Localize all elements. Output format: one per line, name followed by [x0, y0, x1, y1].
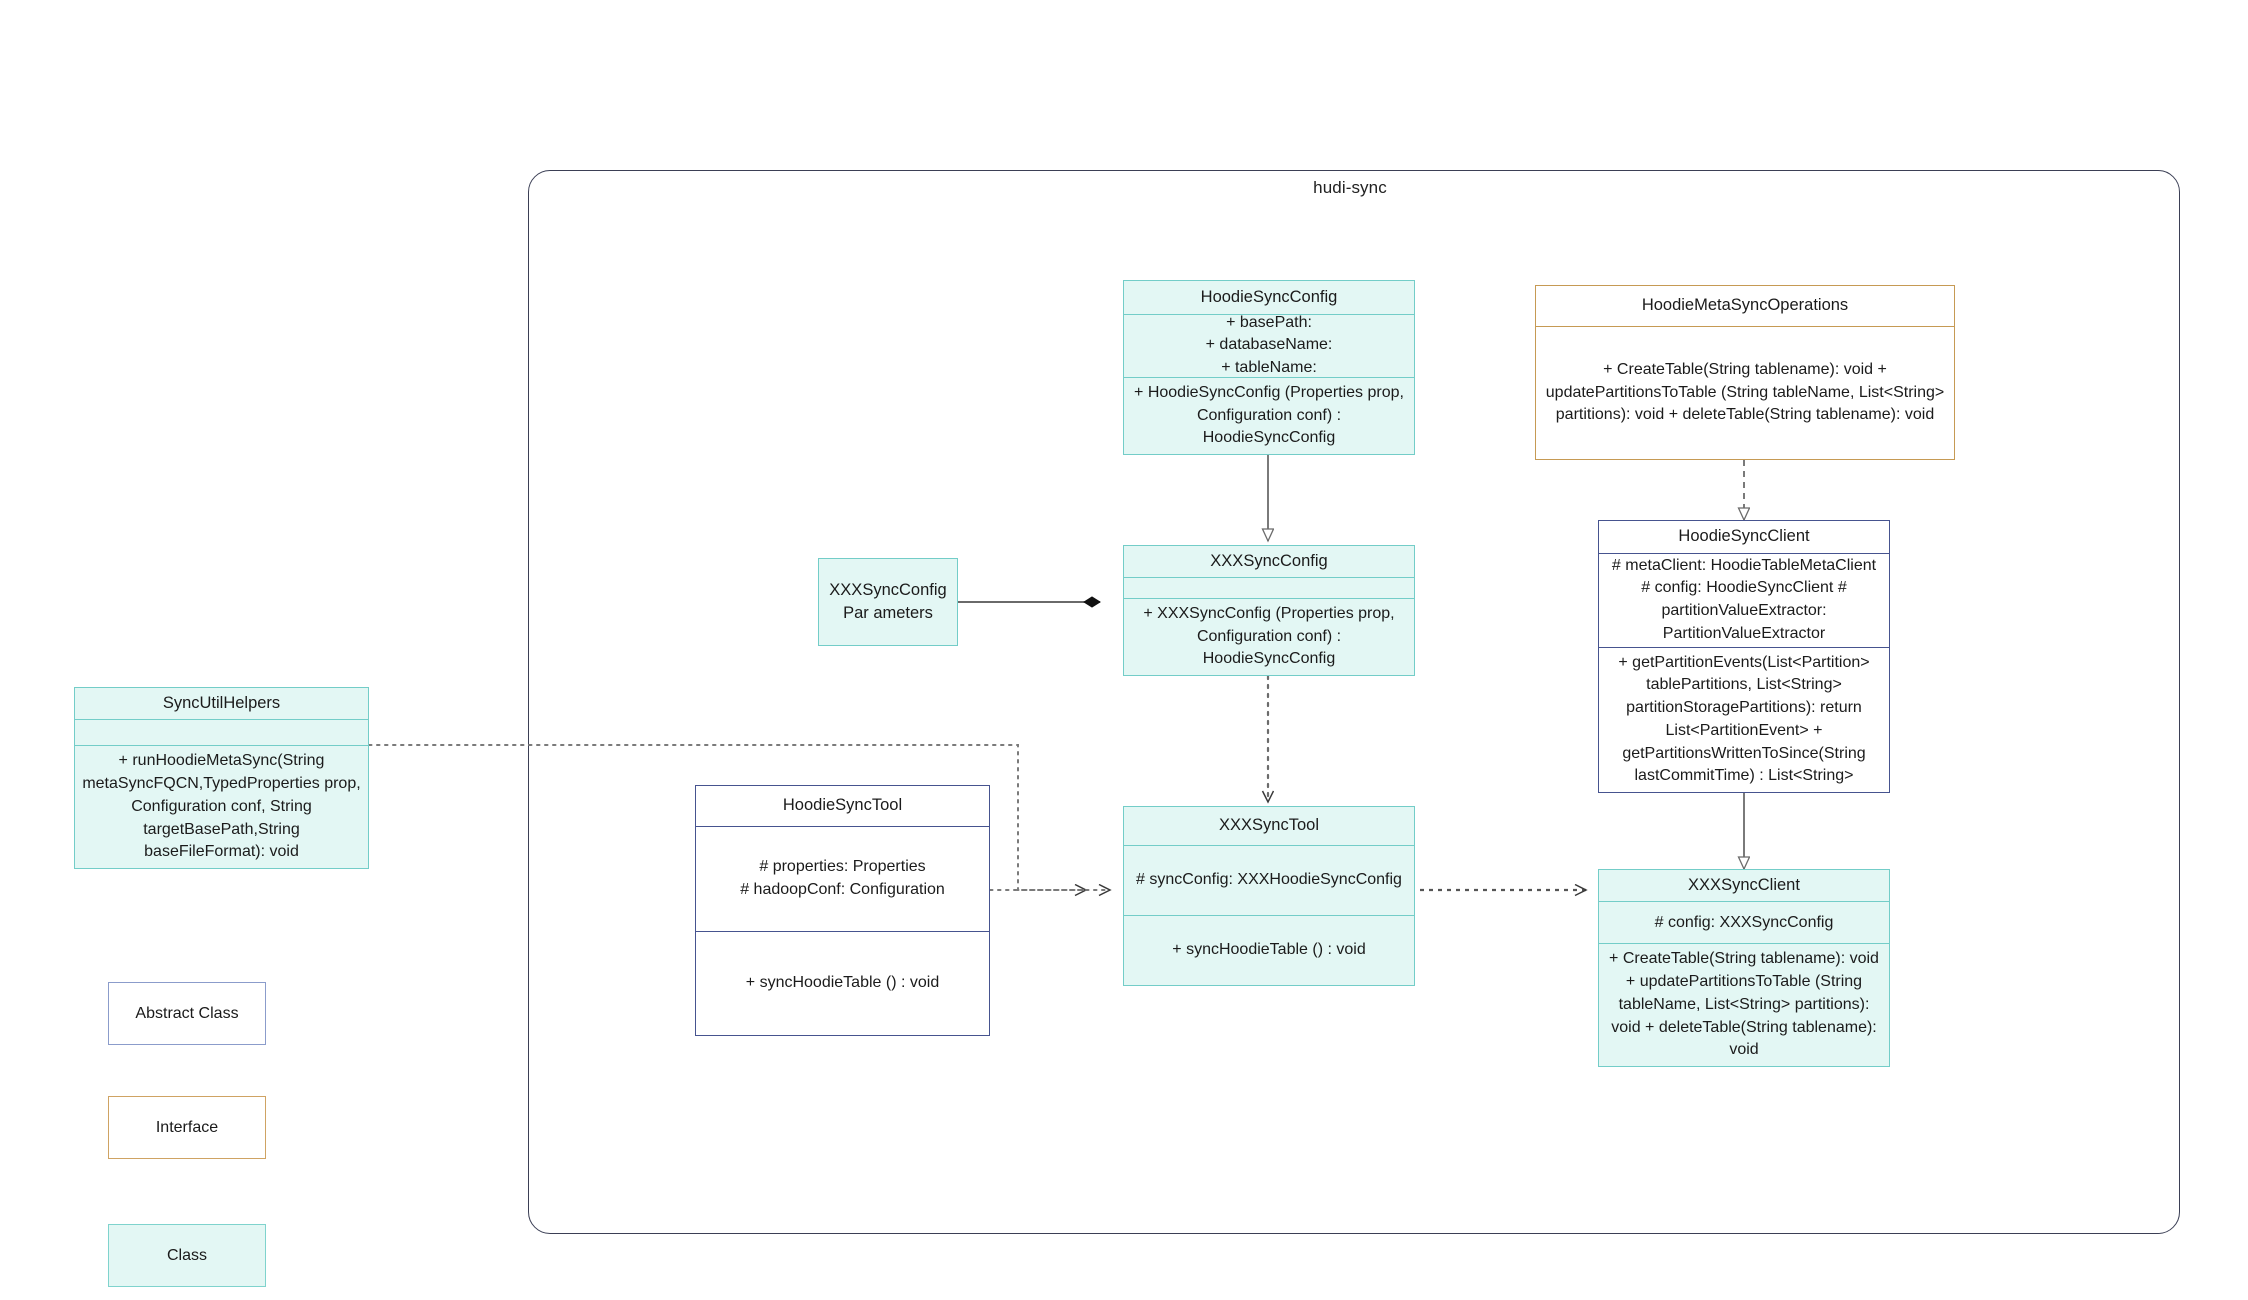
- legend-abstract-class-label: Abstract Class: [135, 1004, 239, 1022]
- class-methods: + syncHoodieTable () : void: [1124, 915, 1414, 985]
- class-xxx-sync-config[interactable]: XXXSyncConfig + XXXSyncConfig (Propertie…: [1123, 545, 1415, 676]
- class-attributes: [75, 719, 368, 745]
- class-attributes: [1124, 577, 1414, 597]
- interface-methods: + CreateTable(String tablename): void + …: [1536, 326, 1954, 459]
- class-name: XXXSyncClient: [1688, 876, 1800, 894]
- class-name: SyncUtilHelpers: [162, 694, 281, 712]
- class-name: XXXSyncConfigPar ameters: [829, 580, 947, 622]
- class-methods: + HoodieSyncConfig (Properties prop, Con…: [1124, 376, 1414, 454]
- legend-abstract-class: Abstract Class: [108, 982, 266, 1045]
- class-name: HoodieSyncClient: [1678, 527, 1810, 546]
- class-methods: + getPartitionEvents(List<Partition> tab…: [1599, 646, 1889, 792]
- class-hoodie-sync-config[interactable]: HoodieSyncConfig + basePath: + databaseN…: [1123, 280, 1415, 455]
- class-attributes: # syncConfig: XXXHoodieSyncConfig: [1124, 845, 1414, 915]
- class-name: HoodieSyncTool: [782, 796, 903, 815]
- class-methods: + runHoodieMetaSync(String metaSyncFQCN,…: [75, 745, 368, 868]
- class-xxx-sync-client[interactable]: XXXSyncClient # config: XXXSyncConfig + …: [1598, 869, 1890, 1067]
- legend-interface: Interface: [108, 1096, 266, 1159]
- class-name: XXXSyncConfig: [1210, 552, 1328, 570]
- class-methods: + CreateTable(String tablename): void + …: [1599, 943, 1889, 1066]
- class-attributes: # properties: Properties # hadoopConf: C…: [696, 826, 989, 931]
- package-hudi-sync: [528, 170, 2180, 1234]
- package-title: hudi-sync: [1313, 178, 1387, 197]
- class-attributes: # config: XXXSyncConfig: [1599, 901, 1889, 943]
- class-methods: + syncHoodieTable () : void: [696, 931, 989, 1035]
- abstract-class-hoodie-sync-tool[interactable]: HoodieSyncTool # properties: Properties …: [695, 785, 990, 1036]
- class-xxx-sync-config-parameters[interactable]: XXXSyncConfigPar ameters: [818, 558, 958, 646]
- legend-class: Class: [108, 1224, 266, 1287]
- legend-class-label: Class: [166, 1246, 207, 1264]
- abstract-class-hoodie-sync-client[interactable]: HoodieSyncClient # metaClient: HoodieTab…: [1598, 520, 1890, 793]
- class-name: XXXSyncTool: [1219, 816, 1319, 835]
- class-name: HoodieSyncConfig: [1200, 287, 1338, 306]
- class-attributes: # metaClient: HoodieTableMetaClient # co…: [1599, 552, 1889, 647]
- class-sync-util-helpers[interactable]: SyncUtilHelpers + runHoodieMetaSync(Stri…: [74, 687, 369, 869]
- legend-interface-label: Interface: [155, 1118, 219, 1136]
- class-xxx-sync-tool[interactable]: XXXSyncTool # syncConfig: XXXHoodieSyncC…: [1123, 806, 1415, 986]
- interface-hoodie-meta-sync-operations[interactable]: HoodieMetaSyncOperations + CreateTable(S…: [1535, 285, 1955, 460]
- class-attributes: + basePath: + databaseName: + tableName:: [1124, 314, 1414, 377]
- interface-name: HoodieMetaSyncOperations: [1641, 296, 1849, 315]
- class-methods: + XXXSyncConfig (Properties prop, Config…: [1124, 597, 1414, 675]
